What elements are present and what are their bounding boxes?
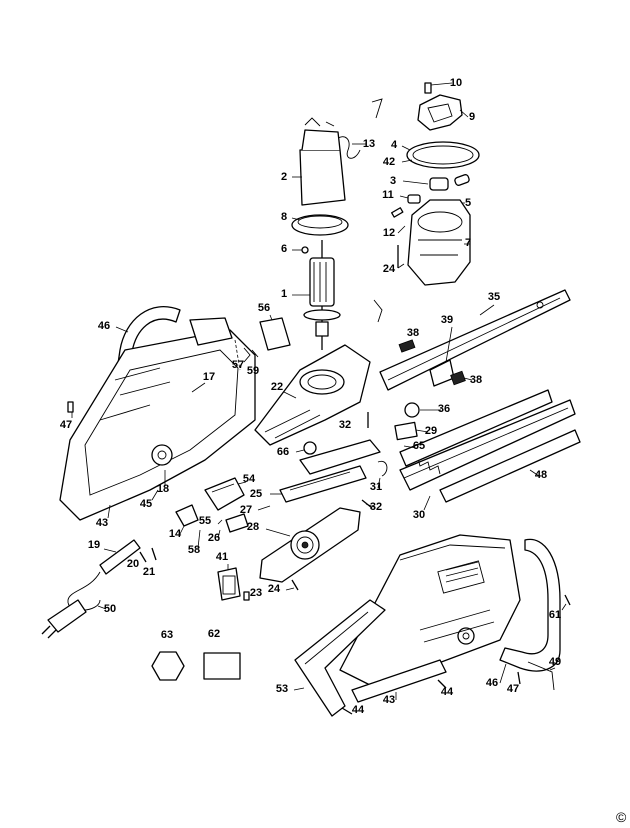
blade-assembly <box>379 289 581 511</box>
part-label-28: 28 <box>247 521 259 533</box>
part-label-45: 45 <box>140 498 152 510</box>
copyright-symbol: © <box>616 809 627 825</box>
motor-stator <box>291 117 366 350</box>
part-label-32b: 32 <box>370 501 382 513</box>
part-label-14: 14 <box>169 528 182 540</box>
part-label-7: 7 <box>465 237 471 249</box>
part-label-21: 21 <box>143 566 155 578</box>
lower-mechanism <box>175 412 388 601</box>
part-label-11: 11 <box>382 189 394 201</box>
part-label-8: 8 <box>281 211 287 223</box>
part-label-65: 65 <box>413 440 425 452</box>
part-label-36: 36 <box>438 403 450 415</box>
part-label-38a: 38 <box>407 327 419 339</box>
part-label-39: 39 <box>441 314 453 326</box>
kit-symbols <box>151 651 241 681</box>
part-label-30: 30 <box>413 509 425 521</box>
part-label-47b: 47 <box>507 683 519 695</box>
part-label-19: 19 <box>88 539 100 551</box>
part-label-43b: 43 <box>383 694 395 706</box>
part-label-24b: 24 <box>268 583 281 595</box>
part-label-13: 13 <box>363 138 375 150</box>
gear-assembly <box>371 82 480 323</box>
part-label-9: 9 <box>469 111 475 123</box>
power-cable <box>41 539 157 639</box>
copyright-mark: © <box>616 809 627 825</box>
part-label-6: 6 <box>281 243 287 255</box>
part-label-53: 53 <box>276 683 288 695</box>
part-label-41: 41 <box>216 551 228 563</box>
part-label-5: 5 <box>465 197 471 209</box>
part-label-31: 31 <box>370 481 382 493</box>
part-label-50: 50 <box>104 603 116 615</box>
part-label-46b: 46 <box>486 677 498 689</box>
kit-rectangle-icon <box>203 652 241 680</box>
part-label-18: 18 <box>157 483 169 495</box>
part-label-17: 17 <box>203 371 215 383</box>
part-label-44b: 44 <box>352 704 365 716</box>
part-label-1: 1 <box>281 288 287 300</box>
part-label-43a: 43 <box>96 517 108 529</box>
gear-casing <box>234 314 371 446</box>
part-label-23: 23 <box>250 587 262 599</box>
part-label-27: 27 <box>240 504 252 516</box>
part-label-47a: 47 <box>60 419 72 431</box>
part-label-24a: 24 <box>383 263 396 275</box>
part-label-54: 54 <box>243 473 256 485</box>
part-label-46a: 46 <box>98 320 110 332</box>
part-label-35: 35 <box>488 291 500 303</box>
part-label-10: 10 <box>450 77 462 89</box>
part-label-2: 2 <box>281 171 287 183</box>
part-label-12: 12 <box>383 227 395 239</box>
part-label-48: 48 <box>535 469 547 481</box>
part-label-42: 42 <box>383 156 395 168</box>
part-label-61: 61 <box>549 609 561 621</box>
part-label-49: 49 <box>549 656 561 668</box>
part-label-62: 62 <box>208 628 220 640</box>
part-label-57: 57 <box>232 359 244 371</box>
part-label-26: 26 <box>208 532 220 544</box>
part-label-4: 4 <box>391 139 398 151</box>
part-label-63: 63 <box>161 629 173 641</box>
part-label-55: 55 <box>199 515 211 527</box>
left-housing <box>59 306 256 521</box>
right-housing <box>293 534 571 717</box>
part-label-3: 3 <box>390 175 396 187</box>
part-label-20: 20 <box>127 558 139 570</box>
part-label-22: 22 <box>271 381 283 393</box>
part-label-56: 56 <box>258 302 270 314</box>
part-label-25: 25 <box>250 488 262 500</box>
part-label-44a: 44 <box>441 686 454 698</box>
part-label-58: 58 <box>188 544 200 556</box>
part-label-38b: 38 <box>470 374 482 386</box>
kit-hexagon-icon <box>151 651 185 681</box>
part-label-66: 66 <box>277 446 289 458</box>
part-label-59: 59 <box>247 365 259 377</box>
part-label-29: 29 <box>425 425 437 437</box>
part-label-32a: 32 <box>339 419 351 431</box>
